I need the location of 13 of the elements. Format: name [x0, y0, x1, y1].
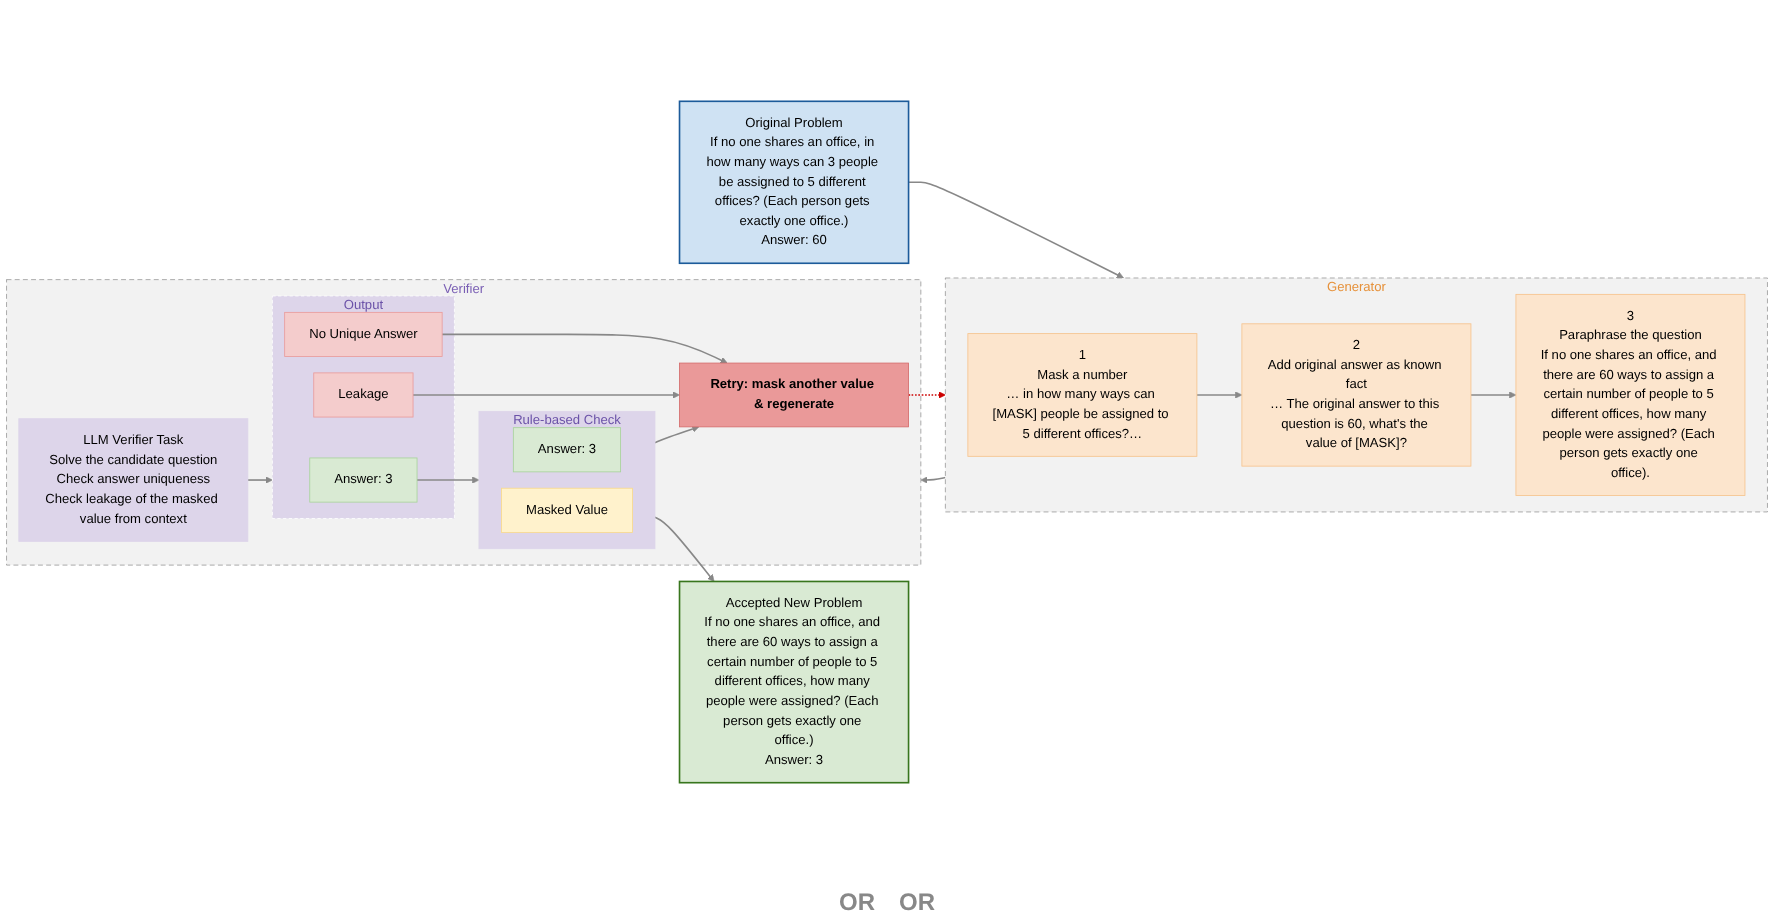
arrow [920, 476, 947, 484]
arrow [1196, 391, 1243, 399]
arrow [412, 391, 680, 399]
label-text: OR [899, 888, 935, 916]
arrow [247, 476, 273, 484]
label-text: OR [839, 888, 875, 916]
arrow [654, 516, 715, 582]
arrow [441, 333, 728, 364]
arrow [654, 425, 700, 444]
arrow [907, 391, 946, 399]
arrow [1470, 391, 1517, 399]
arrow [416, 476, 480, 484]
arrow [907, 181, 1124, 279]
